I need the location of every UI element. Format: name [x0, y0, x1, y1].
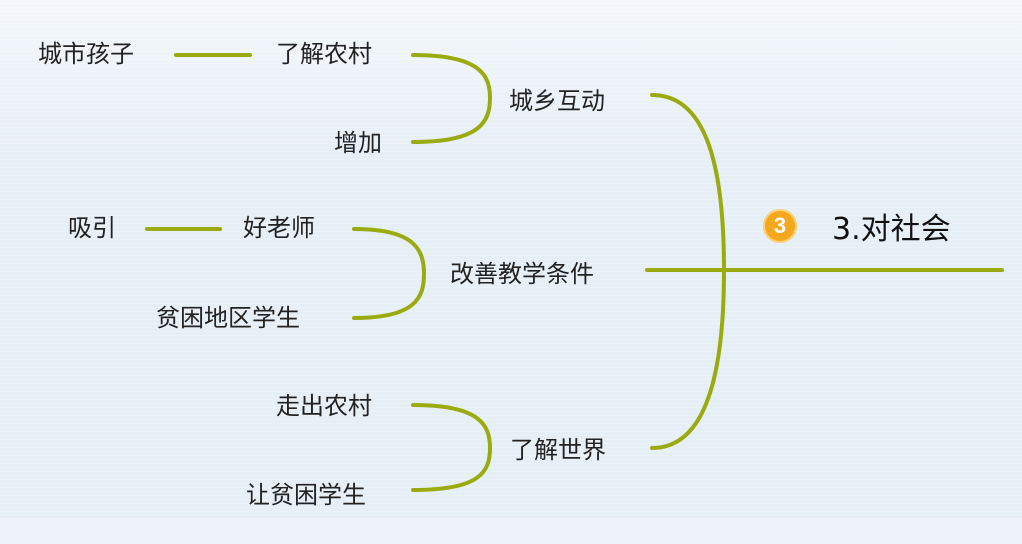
branch-label-1: 城乡互动	[509, 87, 605, 115]
branch-label-2: 改善教学条件	[450, 260, 594, 288]
root-topic: 3.对社会	[832, 212, 951, 247]
bracket-branch-3	[411, 403, 493, 492]
branch-2-child-1-lead: 吸引	[68, 214, 116, 242]
branch-2-child-2: 贫困地区学生	[156, 304, 300, 332]
bracket-branch-2	[352, 227, 427, 320]
branch-1-child-1: 了解农村	[276, 40, 372, 68]
number-badge: 3	[763, 209, 797, 243]
bracket-branch-1	[411, 53, 493, 144]
bottom-band	[0, 518, 1022, 544]
branch-label-3: 了解世界	[510, 436, 606, 464]
branch-2-child-1: 好老师	[243, 214, 315, 242]
branch-1-child-1-lead: 城市孩子	[38, 40, 134, 68]
branch-1-child-2: 增加	[334, 129, 382, 157]
trunk-lower	[650, 268, 726, 450]
trunk-upper	[650, 93, 726, 272]
branch-3-child-2: 让贫困学生	[246, 481, 366, 509]
branch-3-child-1: 走出农村	[276, 392, 372, 420]
